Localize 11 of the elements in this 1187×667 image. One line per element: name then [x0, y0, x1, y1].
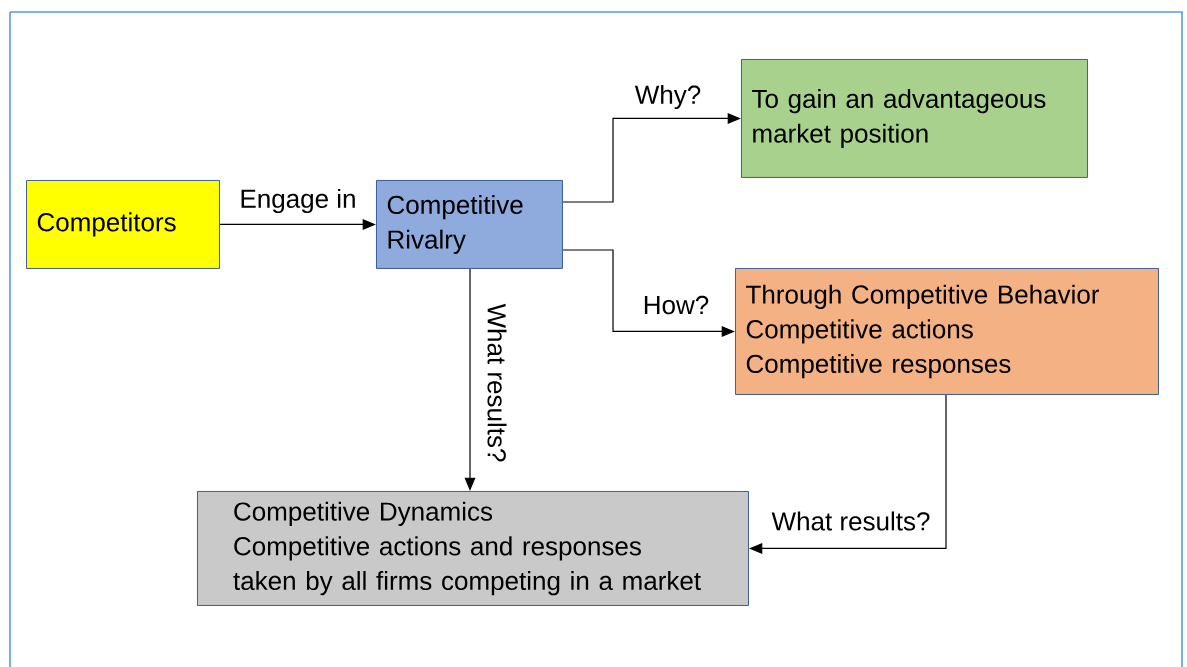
result-box: Competitive Dynamics Competitive actions and responses taken by all firms competing in a market [197, 491, 749, 606]
edge-label: Engage in [238, 187, 358, 215]
arrow [749, 394, 947, 554]
process-box: Competitive Rivalry [376, 180, 563, 269]
edge-label: What results? [486, 302, 508, 464]
result-box: To gain an advantageous market position [741, 59, 1088, 178]
edge-label: How? [641, 294, 711, 316]
process-box: Through Competitive Behavior Competitive actions Competitive responses [735, 268, 1159, 395]
edge-label: Why? [633, 83, 703, 111]
edge-label: What results? [770, 510, 932, 532]
process-box: Competitors [26, 180, 220, 269]
